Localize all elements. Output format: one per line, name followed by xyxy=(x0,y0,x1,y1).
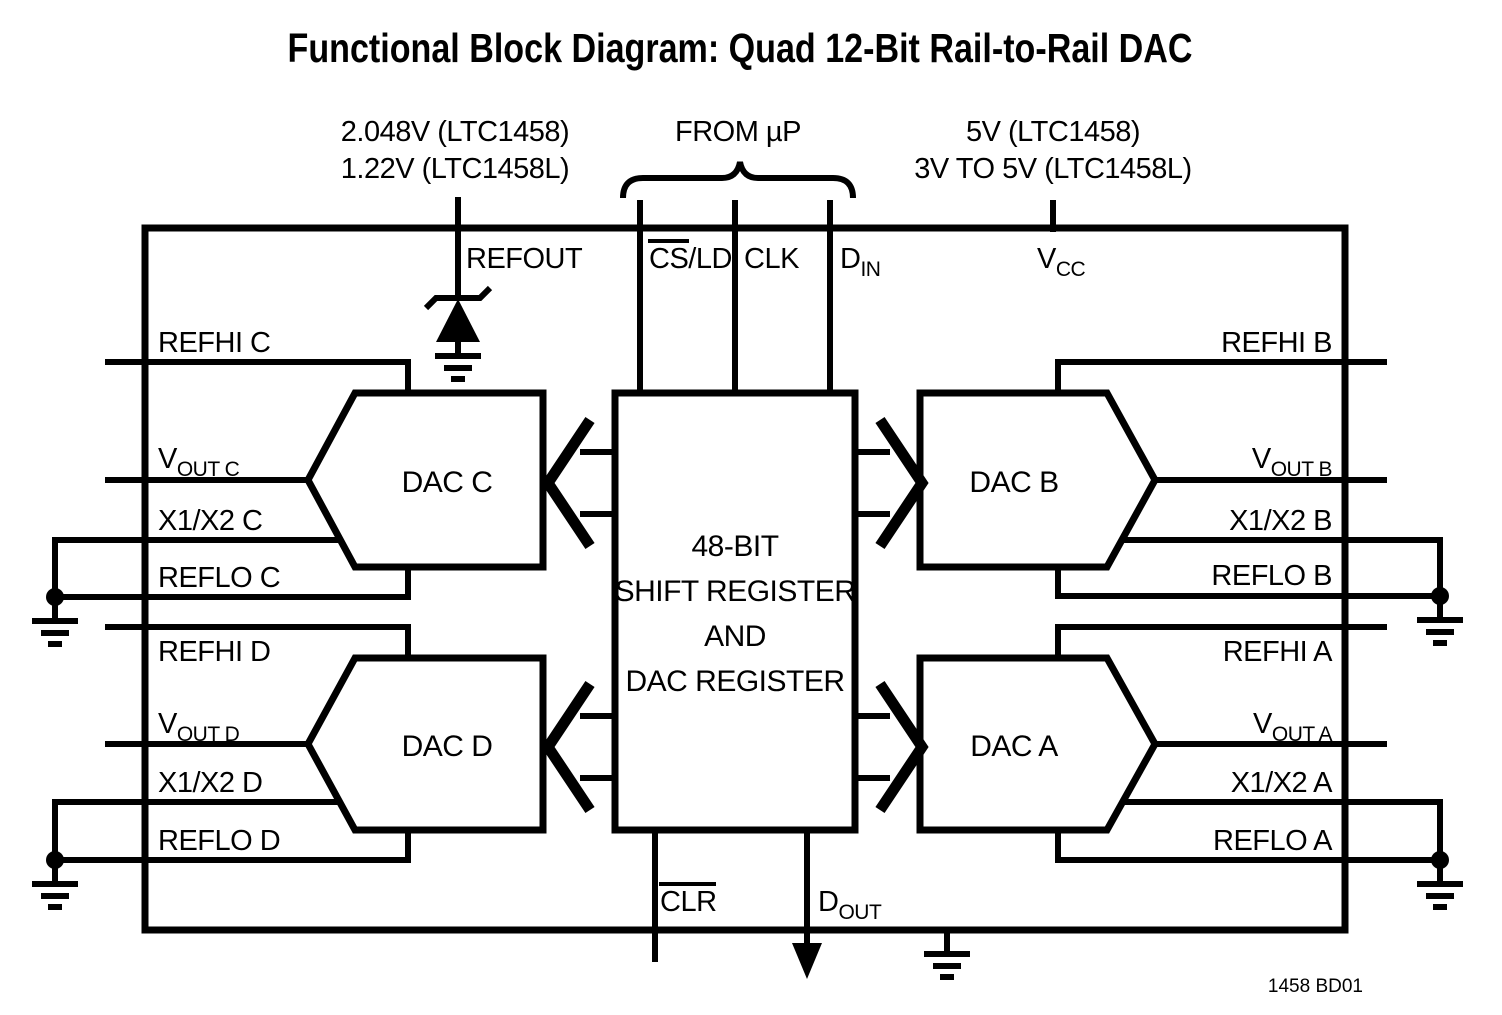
reflo-a-label: REFLO A xyxy=(1213,825,1333,857)
dac-b-block xyxy=(916,389,1159,571)
bus-arrowhead-left xyxy=(541,680,595,814)
bus-arrow-shafts xyxy=(855,713,890,781)
dout-arrowhead xyxy=(792,943,822,979)
shift-register-line1: 48-BIT xyxy=(691,530,778,563)
vout-b-main: V xyxy=(1252,443,1272,475)
diagram-title: Functional Block Diagram: Quad 12-Bit Ra… xyxy=(288,25,1193,71)
clr-pin-label: CLR xyxy=(660,886,717,918)
refhi-a-wire xyxy=(1055,624,1387,658)
bus-arrowhead-right xyxy=(875,416,929,550)
x1x2-b-wire xyxy=(1121,537,1443,596)
vout-b-subscript: OUT B xyxy=(1271,458,1332,481)
vout-a-subscript: OUT A xyxy=(1272,723,1333,746)
x1x2-c-label: X1/X2 C xyxy=(158,505,263,537)
dac-d-block-label: DAC D xyxy=(402,730,493,763)
vout-d-label: VOUT D xyxy=(158,708,240,746)
bus-arrow-to-dac-d xyxy=(541,680,615,814)
shift-register-line2: SHIFT REGISTER xyxy=(615,575,856,608)
vout-c-label: VOUT C xyxy=(158,443,240,481)
bus-arrow-shafts xyxy=(580,449,615,517)
din-pin-label: DIN xyxy=(840,243,880,281)
bus-arrowhead-right xyxy=(875,680,929,814)
dac-a-block-label: DAC A xyxy=(970,730,1058,763)
clk-pin-label: CLK xyxy=(744,243,800,275)
x1x2-d-label: X1/X2 D xyxy=(158,767,263,799)
refhi-b-wire xyxy=(1055,359,1387,393)
reflo-b-label: REFLO B xyxy=(1211,560,1332,592)
vout-c-subscript: OUT C xyxy=(177,458,240,481)
dout-pin-label: DOUT xyxy=(818,886,882,924)
reflo-b-wire xyxy=(1055,567,1440,599)
ground-symbol-d xyxy=(32,860,78,907)
dac-d-block xyxy=(304,654,547,834)
refhi-d-label: REFHI D xyxy=(158,636,271,668)
bus-arrow-shafts xyxy=(855,449,890,517)
vcc-subscript: CC xyxy=(1056,258,1086,281)
csld-overlined-part: CS xyxy=(649,243,688,275)
refhi-a-label: REFHI A xyxy=(1223,636,1333,668)
x1x2-d-wire xyxy=(52,799,342,860)
bus-arrow-to-dac-c xyxy=(541,416,615,550)
ground-symbol-b xyxy=(1417,596,1463,643)
bus-arrow-to-dac-b xyxy=(855,416,929,550)
x1x2-b-label: X1/X2 B xyxy=(1229,505,1332,537)
dac-c-block-label: DAC C xyxy=(402,466,493,499)
x1x2-a-wire xyxy=(1121,799,1443,860)
bus-arrow-shafts xyxy=(580,713,615,781)
from-microprocessor-brace xyxy=(620,161,856,199)
bus-arrow-to-dac-a xyxy=(855,680,929,814)
supply-voltage-line2: 3V TO 5V (LTC1458L) xyxy=(914,153,1191,185)
din-main: D xyxy=(840,243,860,275)
zener-diode-cathode xyxy=(423,285,493,311)
vcc-pin-label: VCC xyxy=(1037,243,1086,281)
shift-register-line4: DAC REGISTER xyxy=(625,665,844,698)
ic-boundary-box xyxy=(141,224,1349,934)
x1x2-c-wire xyxy=(52,537,342,597)
shift-register-line3: AND xyxy=(704,620,766,653)
vcc-main: V xyxy=(1037,243,1057,275)
reflo-a-wire xyxy=(1055,830,1440,863)
ground-symbol-c xyxy=(32,597,78,644)
dac-b-block-label: DAC B xyxy=(969,466,1058,499)
csld-rest-part: /LD xyxy=(688,243,732,275)
x1x2-a-label: X1/X2 A xyxy=(1231,767,1333,799)
reflo-c-wire xyxy=(55,567,411,600)
reflo-d-wire xyxy=(55,830,411,863)
refhi-c-wire xyxy=(105,359,411,393)
csld-pin-label: CS/LD xyxy=(649,243,732,275)
reflo-d-label: REFLO D xyxy=(158,825,280,857)
reference-voltage-line1: 2.048V (LTC1458) xyxy=(341,116,569,148)
din-subscript: IN xyxy=(860,258,880,281)
refout-pin-label: REFOUT xyxy=(466,243,583,275)
supply-voltage-line1: 5V (LTC1458) xyxy=(966,116,1140,148)
refhi-c-label: REFHI C xyxy=(158,327,271,359)
ground-symbol-bottom xyxy=(924,930,970,977)
vout-b-label: VOUT B xyxy=(1252,443,1332,481)
from-microprocessor-label: FROM µP xyxy=(675,116,801,148)
vout-c-main: V xyxy=(158,443,178,475)
vout-d-main: V xyxy=(158,708,178,740)
vout-a-label: VOUT A xyxy=(1253,708,1332,746)
reflo-c-label: REFLO C xyxy=(158,562,280,594)
bus-arrowhead-left xyxy=(541,416,595,550)
shift-register-block xyxy=(611,389,859,834)
reference-voltage-line2: 1.22V (LTC1458L) xyxy=(341,153,569,185)
refhi-d-wire xyxy=(105,624,411,658)
zener-diode-anode-triangle xyxy=(436,299,480,342)
vout-d-subscript: OUT D xyxy=(177,723,240,746)
dac-c-block xyxy=(304,389,547,571)
figure-id: 1458 BD01 xyxy=(1268,976,1363,997)
vout-a-main: V xyxy=(1253,708,1273,740)
dout-main: D xyxy=(818,886,838,918)
dac-a-block xyxy=(916,654,1160,834)
dout-subscript: OUT xyxy=(838,901,882,924)
refhi-b-label: REFHI B xyxy=(1221,327,1332,359)
ground-symbol-a xyxy=(1417,860,1463,907)
